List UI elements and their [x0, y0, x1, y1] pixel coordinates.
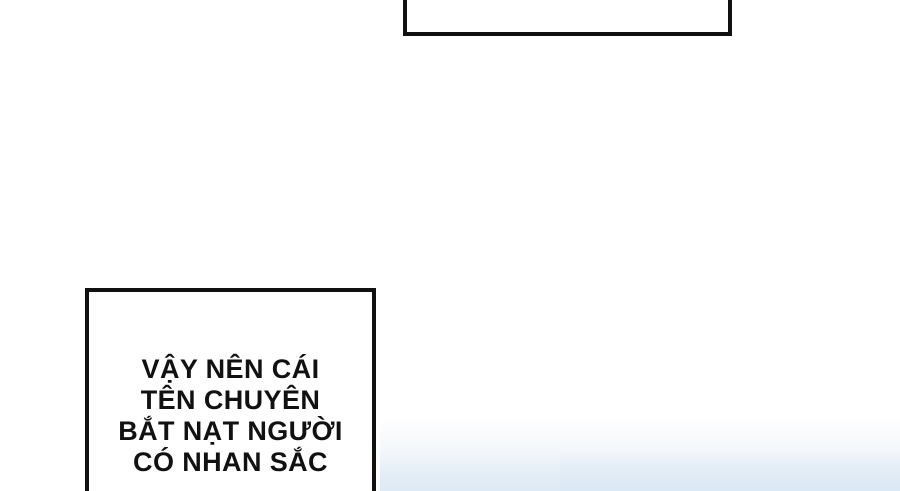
dialogue-panel-content: VẬY NÊN CÁI TÊN CHUYÊN BẮT NẠT NGƯỜI CÓ … — [89, 292, 372, 491]
upper-panel — [403, 0, 732, 36]
background-haze — [380, 418, 900, 491]
upper-panel-content — [407, 0, 728, 32]
dialogue-line-3: BẮT NẠT NGƯỜI — [118, 416, 343, 446]
background-haze-lower — [560, 452, 900, 491]
dialogue-panel: VẬY NÊN CÁI TÊN CHUYÊN BẮT NẠT NGƯỜI CÓ … — [85, 288, 376, 491]
dialogue-text-block: VẬY NÊN CÁI TÊN CHUYÊN BẮT NẠT NGƯỜI CÓ … — [89, 354, 372, 478]
dialogue-line-4: CÓ NHAN SẮC — [133, 447, 328, 477]
dialogue-line-2: TÊN CHUYÊN — [140, 385, 321, 415]
dialogue-line-1: VẬY NÊN CÁI — [141, 354, 320, 384]
